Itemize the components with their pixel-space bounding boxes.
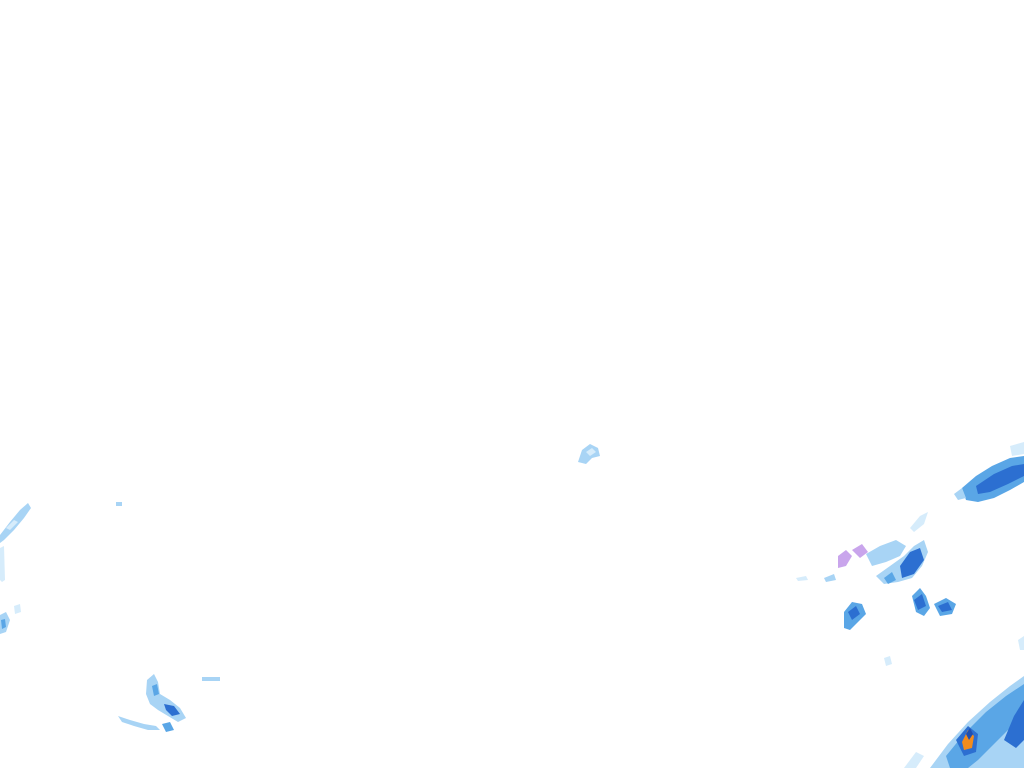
radar-echo [938, 602, 952, 612]
radar-echo [1010, 442, 1024, 456]
radar-echo [824, 574, 836, 582]
radar-echo [914, 594, 926, 610]
radar-cell-right-edge-lower [904, 636, 1024, 768]
radar-echo [838, 550, 852, 568]
radar-echo [0, 546, 5, 582]
radar-echo [1018, 636, 1024, 650]
radar-echo [162, 722, 174, 732]
radar-echo [152, 684, 159, 696]
radar-echo [910, 512, 928, 532]
radar-echo [884, 656, 892, 666]
radar-echo [884, 572, 896, 584]
radar-cell-left-edge [0, 502, 122, 634]
radar-echo [6, 520, 18, 530]
radar-echo [848, 606, 860, 620]
radar-echo [14, 604, 21, 614]
radar-echo [852, 544, 868, 558]
radar-echo [966, 728, 973, 740]
radar-echo [164, 704, 180, 716]
radar-echo [116, 502, 122, 506]
radar-echo [1004, 700, 1024, 748]
radar-echo [1, 619, 6, 629]
radar-echo [904, 752, 924, 768]
radar-echo [900, 548, 924, 578]
radar-echo [866, 540, 906, 566]
radar-cell-lower-left [118, 674, 220, 732]
radar-cell-right-cluster [796, 512, 956, 666]
radar-echo [954, 488, 966, 500]
radar-echo [586, 448, 596, 456]
radar-echo [796, 576, 808, 581]
radar-cell-center [578, 444, 600, 464]
radar-echo [976, 464, 1024, 494]
radar-echo [202, 677, 220, 681]
radar-echo [118, 716, 160, 730]
radar-cell-right-edge-upper [954, 442, 1024, 502]
